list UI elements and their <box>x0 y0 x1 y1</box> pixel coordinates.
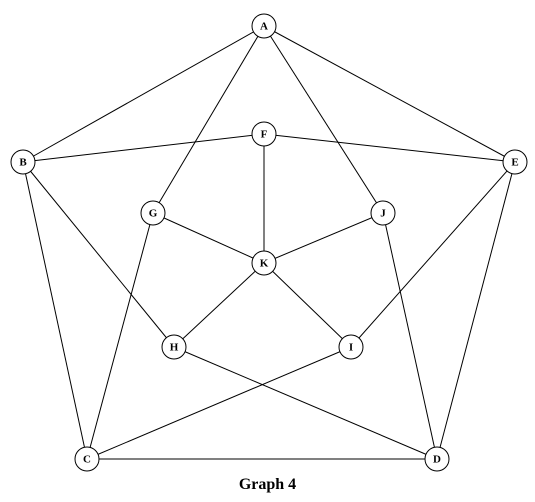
node-circle <box>502 149 528 175</box>
edge-i-c <box>86 346 352 460</box>
node-label: C <box>83 454 91 466</box>
edge-b-c <box>22 161 88 460</box>
edge-a-g <box>152 25 265 214</box>
node-circle <box>10 149 36 175</box>
node-label: D <box>433 454 441 466</box>
nodes-layer: A B C D E F G H I J K <box>10 13 528 472</box>
node-circle <box>251 250 277 276</box>
node-label: H <box>170 342 179 354</box>
edge-j-d <box>382 212 438 460</box>
node-a: A <box>251 13 277 39</box>
node-label: J <box>380 208 386 220</box>
node-circle <box>74 446 100 472</box>
graph-caption: Graph 4 <box>238 476 297 493</box>
edge-a-b <box>22 25 265 163</box>
node-g: G <box>140 200 166 226</box>
edge-j-k <box>263 212 384 264</box>
node-circle <box>251 121 277 147</box>
edge-e-f <box>263 133 516 163</box>
edge-e-d <box>436 161 516 460</box>
node-b: B <box>10 149 36 175</box>
edge-e-i <box>350 161 516 348</box>
edge-b-f <box>22 133 265 163</box>
node-circle <box>140 200 166 226</box>
node-circle <box>370 200 396 226</box>
node-label: F <box>261 129 268 141</box>
edge-a-e <box>263 25 516 163</box>
node-c: C <box>74 446 100 472</box>
node-circle <box>161 334 187 360</box>
edge-g-k <box>152 212 265 264</box>
graph-diagram: A B C D E F G H I J K <box>10 13 528 472</box>
edge-k-h <box>173 262 265 348</box>
node-k: K <box>251 250 277 276</box>
node-e: E <box>502 149 528 175</box>
edge-g-c <box>86 212 154 460</box>
node-d: D <box>424 446 450 472</box>
edge-a-j <box>263 25 384 214</box>
edges-layer <box>22 25 516 460</box>
node-label: B <box>19 157 27 169</box>
node-label: A <box>260 21 268 33</box>
node-label: G <box>149 208 158 220</box>
node-i: I <box>338 334 364 360</box>
edge-b-h <box>22 161 175 348</box>
node-label: E <box>511 157 518 169</box>
node-label: I <box>349 342 353 354</box>
node-label: K <box>260 258 269 270</box>
node-circle <box>251 13 277 39</box>
edge-h-d <box>173 346 438 460</box>
node-circle <box>424 446 450 472</box>
edge-k-i <box>263 262 352 348</box>
node-f: F <box>251 121 277 147</box>
node-circle <box>338 334 364 360</box>
node-j: J <box>370 200 396 226</box>
node-h: H <box>161 334 187 360</box>
